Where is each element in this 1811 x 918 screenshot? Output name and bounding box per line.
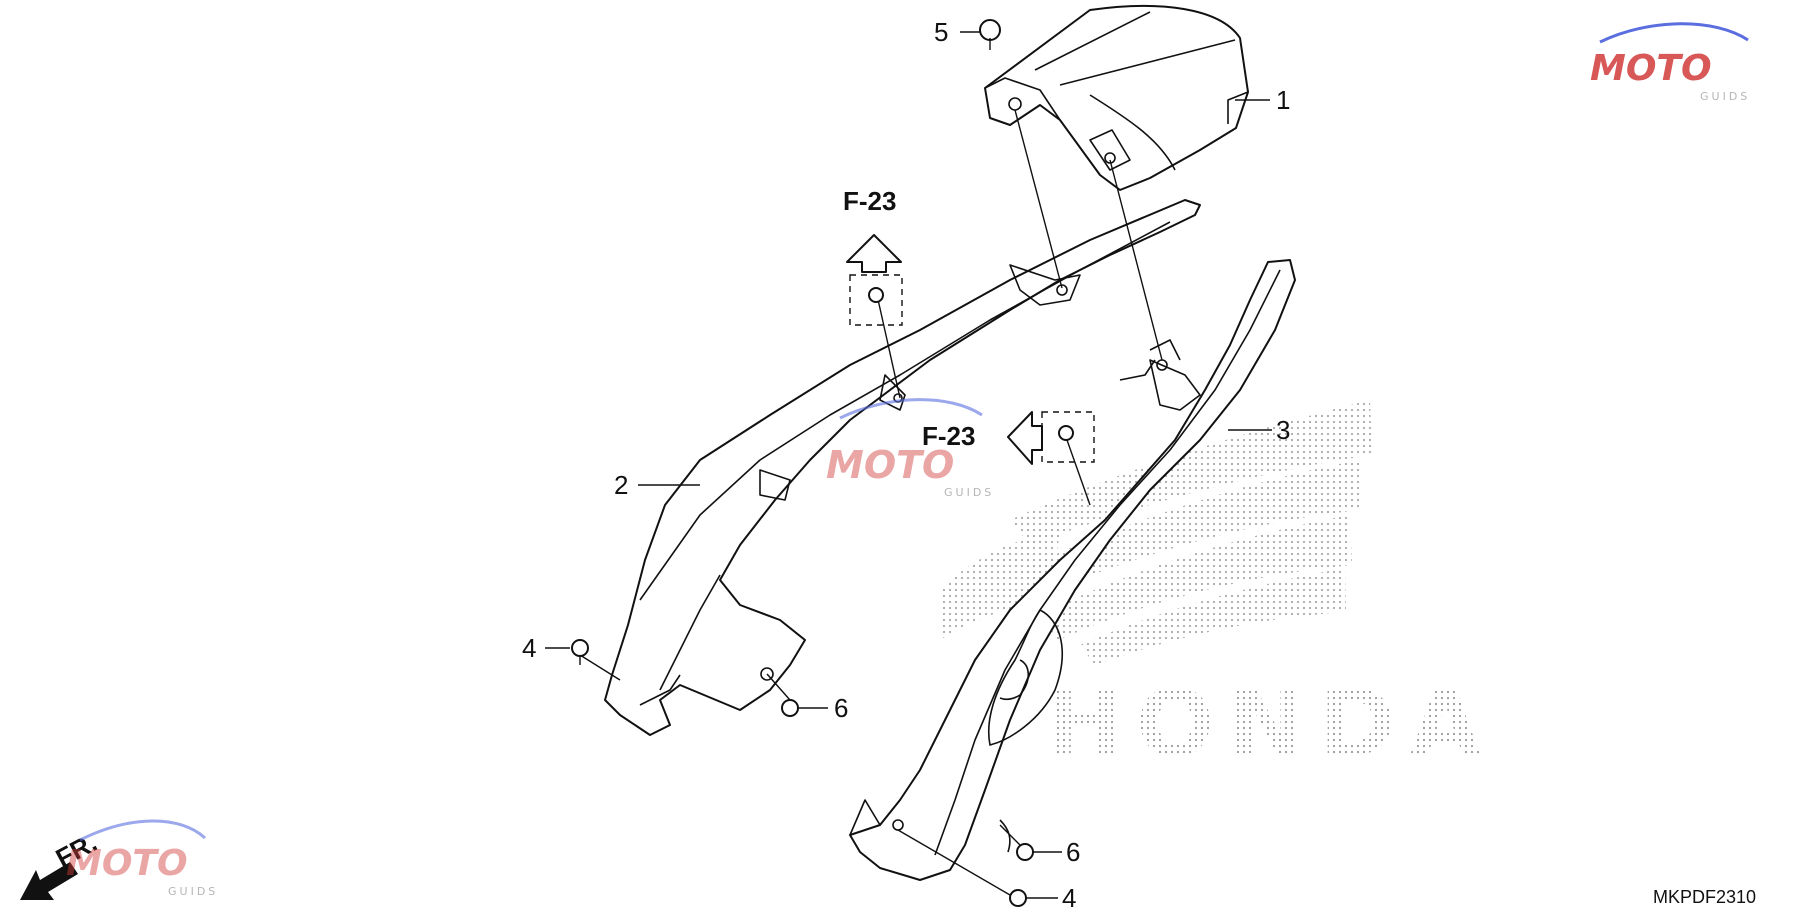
callout-5: 5 xyxy=(934,17,980,47)
svg-text:MOTO: MOTO xyxy=(66,843,188,884)
callout-1: 1 xyxy=(1235,85,1290,115)
screw-6-right xyxy=(1016,843,1034,861)
part-1-seat-cowl xyxy=(984,4,1249,191)
watermark-bottom-left: MOTO GUIDS xyxy=(66,819,218,898)
svg-text:6: 6 xyxy=(1066,837,1080,867)
callout-6-right: 6 xyxy=(1033,837,1080,867)
svg-text:1: 1 xyxy=(1276,85,1290,115)
reference-label-middle: F-23 xyxy=(922,421,975,451)
svg-text:GUIDS: GUIDS xyxy=(1700,90,1750,103)
honda-brand-text: HONDA xyxy=(1045,670,1495,777)
svg-text:3: 3 xyxy=(1276,415,1290,445)
watermark-top-right: MOTO GUIDS xyxy=(1590,22,1750,103)
reference-f23-middle: F-23 xyxy=(922,411,1095,465)
honda-wing-logo xyxy=(940,400,1372,665)
bolt-4-right xyxy=(1009,889,1027,907)
svg-text:5: 5 xyxy=(934,17,948,47)
reference-label-top: F-23 xyxy=(843,186,896,216)
svg-text:GUIDS: GUIDS xyxy=(168,885,218,898)
callout-4-right: 4 xyxy=(1026,883,1076,913)
reference-f23-top: F-23 xyxy=(843,186,903,326)
svg-text:GUIDS: GUIDS xyxy=(944,486,994,499)
bolt-5 xyxy=(979,19,1001,50)
screw-6-left xyxy=(781,699,799,717)
svg-text:MOTO: MOTO xyxy=(826,443,954,487)
svg-text:4: 4 xyxy=(1062,883,1076,913)
callout-3: 3 xyxy=(1228,415,1290,445)
svg-text:6: 6 xyxy=(834,693,848,723)
svg-text:4: 4 xyxy=(522,633,536,663)
callout-6-left: 6 xyxy=(798,693,848,723)
svg-text:MOTO: MOTO xyxy=(1590,48,1712,89)
watermark-center: MOTO GUIDS xyxy=(826,398,994,499)
bolt-4-left xyxy=(571,639,589,665)
svg-text:2: 2 xyxy=(614,470,628,500)
diagram-code: MKPDF2310 xyxy=(1653,887,1756,907)
part-3-right-side-cover xyxy=(849,259,1296,881)
callout-4-left: 4 xyxy=(522,633,570,663)
callout-2: 2 xyxy=(614,470,700,500)
assembly-leaders xyxy=(579,109,1163,896)
